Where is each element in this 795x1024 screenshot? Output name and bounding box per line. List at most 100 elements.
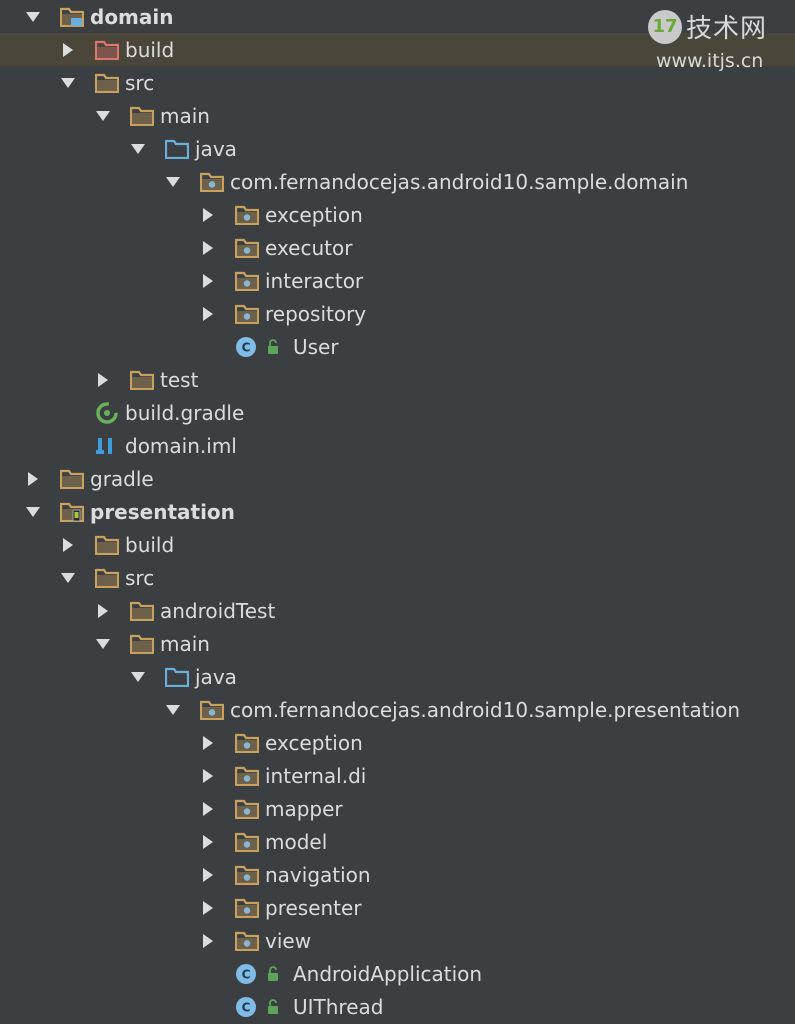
tree-item-mapper[interactable]: mapper bbox=[0, 792, 795, 825]
collapsed-arrow-icon[interactable] bbox=[26, 471, 40, 487]
expanded-arrow-icon[interactable] bbox=[131, 669, 145, 685]
tree-item-interactor[interactable]: interactor bbox=[0, 264, 795, 297]
tree-item-domain-iml[interactable]: domain.iml bbox=[0, 429, 795, 462]
watermark-logo: 17 bbox=[648, 9, 682, 44]
folder-icon bbox=[95, 534, 119, 556]
source-folder-icon bbox=[165, 666, 189, 688]
collapsed-arrow-icon[interactable] bbox=[201, 768, 215, 784]
tree-item-user[interactable]: C User bbox=[0, 330, 795, 363]
svg-text:C: C bbox=[242, 1000, 251, 1014]
tree-item-gradle[interactable]: gradle bbox=[0, 462, 795, 495]
expanded-arrow-icon[interactable] bbox=[166, 702, 180, 718]
tree-item-label: executor bbox=[265, 235, 353, 260]
arrow-spacer bbox=[61, 405, 75, 421]
collapsed-arrow-icon[interactable] bbox=[201, 933, 215, 949]
folder-icon bbox=[130, 105, 154, 127]
tree-item-domain[interactable]: domain bbox=[0, 0, 795, 33]
tree-item-label: domain bbox=[90, 4, 174, 29]
package-icon bbox=[200, 699, 224, 721]
collapsed-arrow-icon[interactable] bbox=[201, 306, 215, 322]
module-domain-icon bbox=[60, 6, 84, 28]
expanded-arrow-icon[interactable] bbox=[131, 141, 145, 157]
expanded-arrow-icon[interactable] bbox=[26, 9, 40, 25]
watermark: 17 技术网 www.itjs.cn bbox=[648, 6, 788, 76]
tree-item-label: src bbox=[125, 565, 155, 590]
collapsed-arrow-icon[interactable] bbox=[201, 735, 215, 751]
tree-item-presenter[interactable]: presenter bbox=[0, 891, 795, 924]
tree-item-label: gradle bbox=[90, 466, 154, 491]
arrow-spacer bbox=[201, 339, 215, 355]
tree-item-label: presenter bbox=[265, 895, 362, 920]
tree-item-label: navigation bbox=[265, 862, 371, 887]
collapsed-arrow-icon[interactable] bbox=[201, 273, 215, 289]
expanded-arrow-icon[interactable] bbox=[61, 75, 75, 91]
collapsed-arrow-icon[interactable] bbox=[96, 603, 110, 619]
collapsed-arrow-icon[interactable] bbox=[201, 834, 215, 850]
tree-item-label: main bbox=[160, 103, 210, 128]
package-icon bbox=[235, 270, 259, 292]
tree-item-androidapplication[interactable]: C AndroidApplication bbox=[0, 957, 795, 990]
collapsed-arrow-icon[interactable] bbox=[201, 900, 215, 916]
tree-item-label: java bbox=[195, 136, 237, 161]
package-icon bbox=[235, 765, 259, 787]
collapsed-arrow-icon[interactable] bbox=[61, 42, 75, 58]
tree-item-src[interactable]: src bbox=[0, 66, 795, 99]
package-icon bbox=[235, 897, 259, 919]
arrow-spacer bbox=[201, 999, 215, 1015]
collapsed-arrow-icon[interactable] bbox=[61, 537, 75, 553]
tree-item-exception[interactable]: exception bbox=[0, 726, 795, 759]
tree-item-repository[interactable]: repository bbox=[0, 297, 795, 330]
tree-item-label: model bbox=[265, 829, 328, 854]
module-android-icon bbox=[60, 501, 84, 523]
package-icon bbox=[235, 237, 259, 259]
tree-item-model[interactable]: model bbox=[0, 825, 795, 858]
tree-item-com-fernandocejas-android10-sample-presentation[interactable]: com.fernandocejas.android10.sample.prese… bbox=[0, 693, 795, 726]
collapsed-arrow-icon[interactable] bbox=[201, 240, 215, 256]
folder-icon bbox=[130, 633, 154, 655]
tree-item-src[interactable]: src bbox=[0, 561, 795, 594]
tree-item-label: main bbox=[160, 631, 210, 656]
svg-text:C: C bbox=[242, 967, 251, 981]
tree-item-view[interactable]: view bbox=[0, 924, 795, 957]
tree-item-navigation[interactable]: navigation bbox=[0, 858, 795, 891]
tree-item-java[interactable]: java bbox=[0, 132, 795, 165]
svg-text:C: C bbox=[242, 340, 251, 354]
tree-item-com-fernandocejas-android10-sample-domain[interactable]: com.fernandocejas.android10.sample.domai… bbox=[0, 165, 795, 198]
watermark-site-name: 技术网 bbox=[686, 14, 768, 44]
tree-item-label: AndroidApplication bbox=[293, 961, 483, 986]
tree-item-label: build bbox=[125, 37, 175, 62]
expanded-arrow-icon[interactable] bbox=[96, 108, 110, 124]
expanded-arrow-icon[interactable] bbox=[26, 504, 40, 520]
tree-item-androidtest[interactable]: androidTest bbox=[0, 594, 795, 627]
package-icon bbox=[235, 831, 259, 853]
package-icon bbox=[200, 171, 224, 193]
tree-item-executor[interactable]: executor bbox=[0, 231, 795, 264]
tree-item-main[interactable]: main bbox=[0, 99, 795, 132]
collapsed-arrow-icon[interactable] bbox=[201, 867, 215, 883]
expanded-arrow-icon[interactable] bbox=[96, 636, 110, 652]
tree-item-exception[interactable]: exception bbox=[0, 198, 795, 231]
expanded-arrow-icon[interactable] bbox=[61, 570, 75, 586]
collapsed-arrow-icon[interactable] bbox=[201, 801, 215, 817]
expanded-arrow-icon[interactable] bbox=[166, 174, 180, 190]
tree-item-internal-di[interactable]: internal.di bbox=[0, 759, 795, 792]
watermark-brand: 17 技术网 bbox=[648, 8, 767, 45]
tree-item-label: domain.iml bbox=[125, 433, 237, 458]
tree-item-label: User bbox=[293, 334, 339, 359]
gradle-icon bbox=[95, 401, 119, 424]
collapsed-arrow-icon[interactable] bbox=[201, 207, 215, 223]
collapsed-arrow-icon[interactable] bbox=[96, 372, 110, 388]
tree-item-main[interactable]: main bbox=[0, 627, 795, 660]
tree-item-test[interactable]: test bbox=[0, 363, 795, 396]
tree-item-build[interactable]: build bbox=[0, 528, 795, 561]
package-icon bbox=[235, 303, 259, 325]
package-icon bbox=[235, 732, 259, 754]
tree-item-label: java bbox=[195, 664, 237, 689]
folder-icon bbox=[60, 468, 84, 490]
tree-item-presentation[interactable]: presentation bbox=[0, 495, 795, 528]
class-icon: C bbox=[235, 996, 287, 1018]
folder-icon bbox=[95, 567, 119, 589]
tree-item-build-gradle[interactable]: build.gradle bbox=[0, 396, 795, 429]
tree-item-java[interactable]: java bbox=[0, 660, 795, 693]
